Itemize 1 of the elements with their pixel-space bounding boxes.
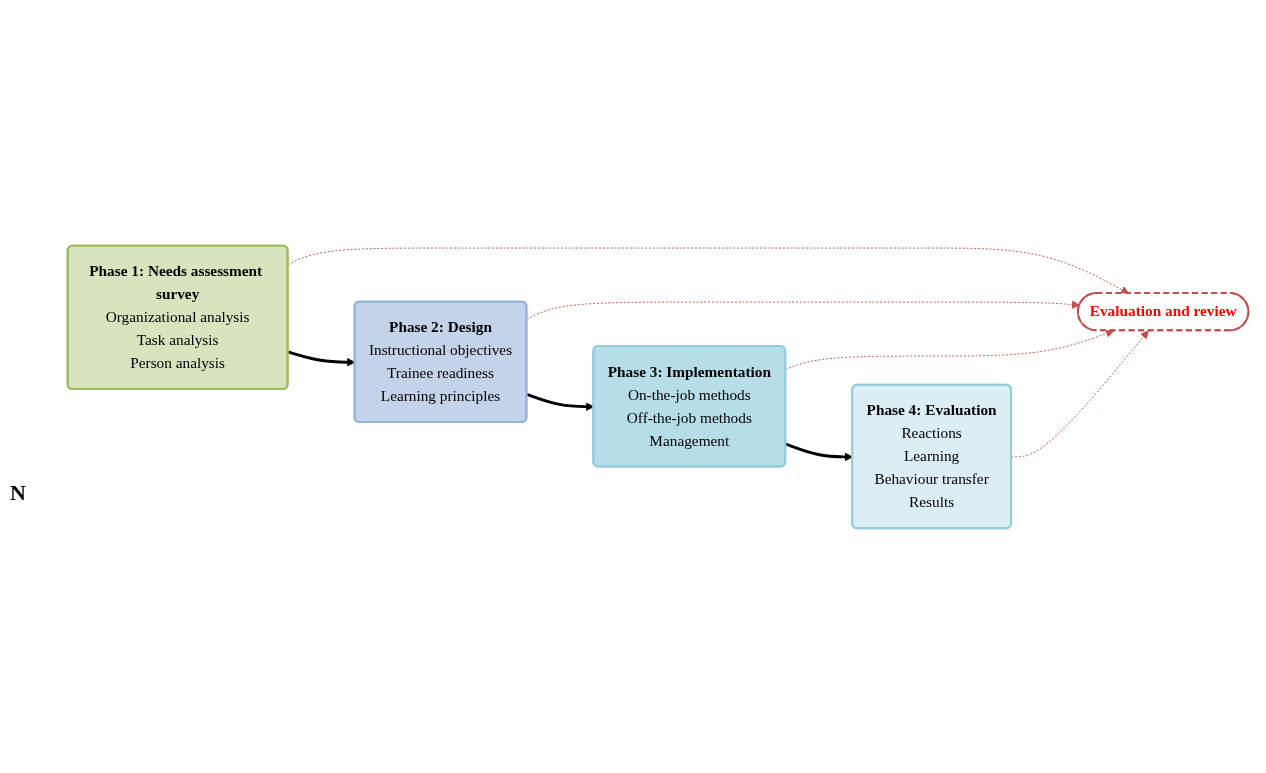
side-label: N (10, 480, 26, 506)
